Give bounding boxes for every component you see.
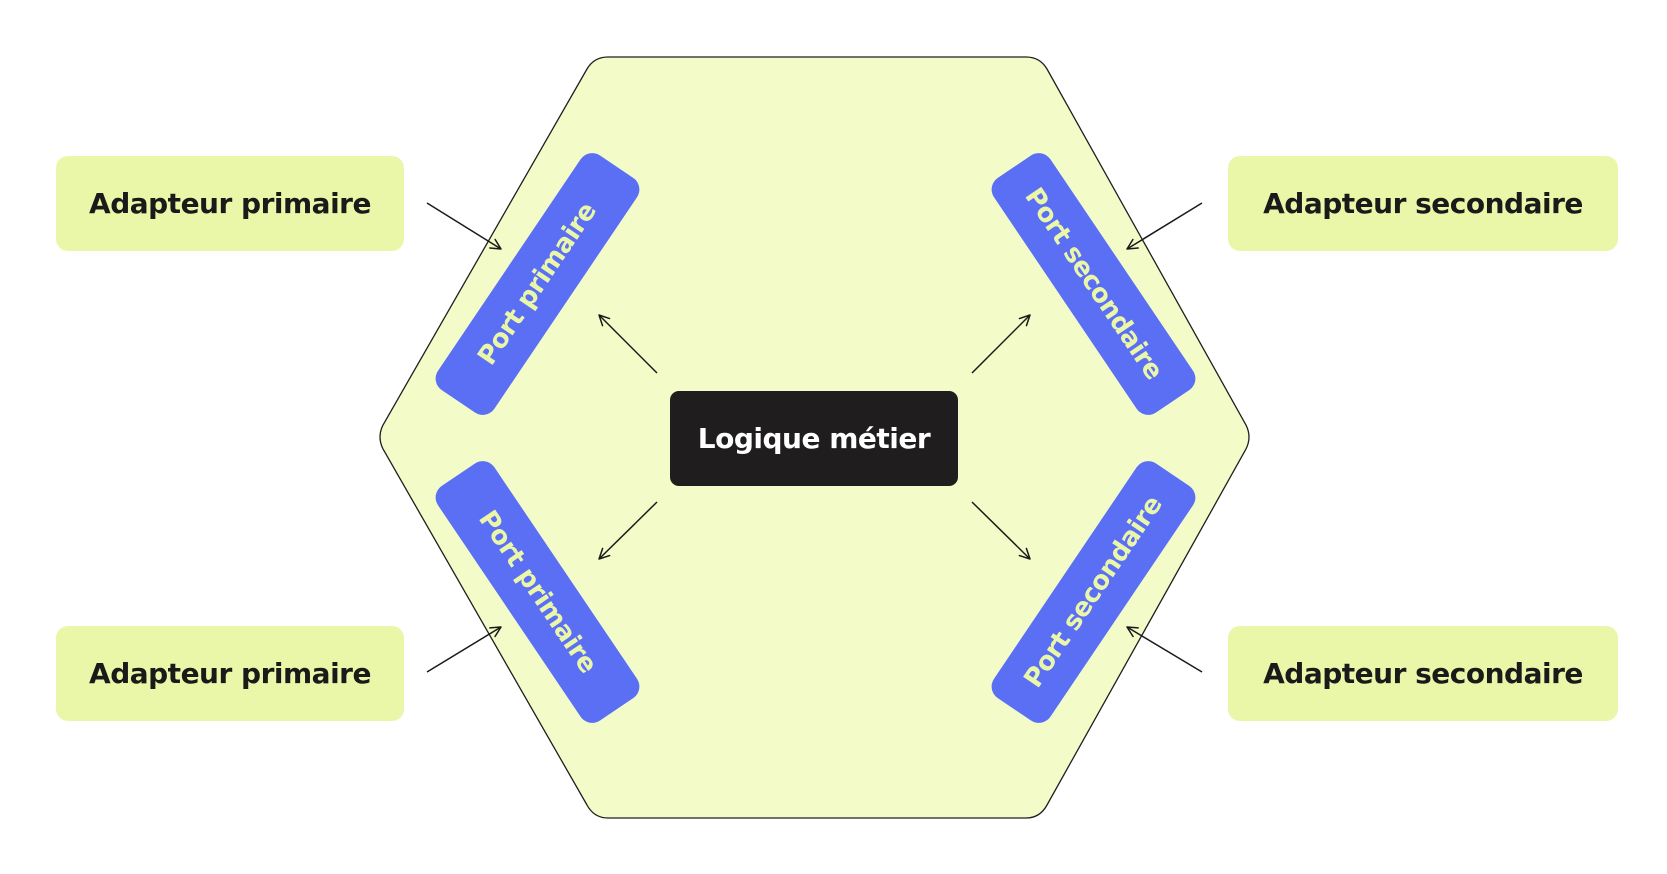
adapter-primary-top: Adapteur primaire <box>56 156 404 251</box>
arrow-core-to-port-primary-bottom <box>598 501 658 560</box>
adapter-primary-bottom: Adapteur primaire <box>56 626 404 721</box>
adapter-primary-bottom-label: Adapteur primaire <box>89 657 371 690</box>
arrow-core-to-port-primary-top <box>598 314 658 374</box>
adapter-primary-top-label: Adapteur primaire <box>89 187 371 220</box>
arrow-adapter-secondary-bottom-to-port <box>1126 626 1203 673</box>
arrow-adapter-secondary-top-to-port <box>1126 202 1203 250</box>
arrow-adapter-primary-bottom-to-port <box>426 626 502 673</box>
core-business-logic: Logique métier <box>670 391 958 486</box>
adapter-secondary-bottom-label: Adapteur secondaire <box>1263 657 1583 690</box>
adapter-secondary-top-label: Adapteur secondaire <box>1263 187 1583 220</box>
arrow-core-to-port-secondary-top <box>971 314 1031 374</box>
core-business-logic-label: Logique métier <box>697 422 931 455</box>
arrow-adapter-primary-top-to-port <box>426 202 502 250</box>
adapter-secondary-top: Adapteur secondaire <box>1228 156 1618 251</box>
adapter-secondary-bottom: Adapteur secondaire <box>1228 626 1618 721</box>
arrow-core-to-port-secondary-bottom <box>971 501 1031 560</box>
